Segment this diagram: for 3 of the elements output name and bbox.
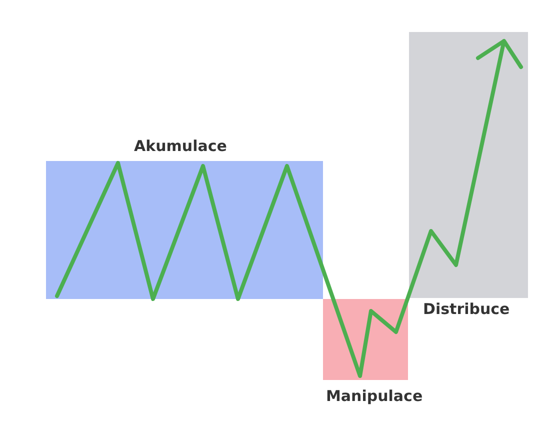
zone-label: Distribuce: [423, 300, 510, 318]
zone-label: Akumulace: [134, 137, 227, 155]
zone-label: Manipulace: [326, 387, 423, 405]
